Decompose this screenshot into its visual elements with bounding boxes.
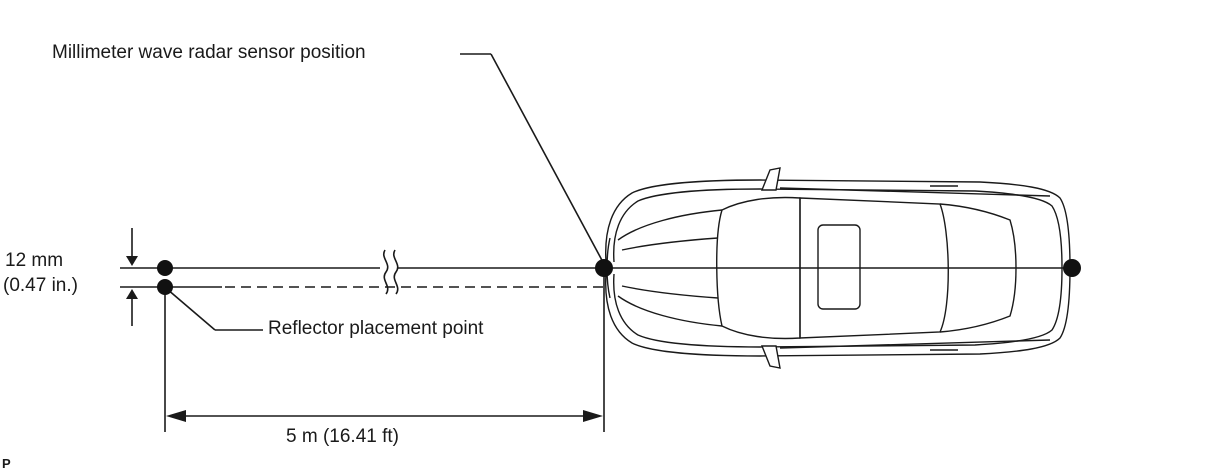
distance-arrow-left-head [166, 410, 186, 422]
reference-dot-top [157, 260, 173, 276]
car-hood-center [622, 238, 718, 298]
offset-arrow-top-head [126, 256, 138, 266]
distance-label: 5 m (16.41 ft) [286, 426, 399, 447]
sensor-leader-line-diagonal [491, 54, 604, 264]
axis-break-icon-2 [394, 250, 398, 294]
reflector-leader-line [167, 289, 215, 330]
distance-arrow-right-head [583, 410, 603, 422]
car-top-view-icon [606, 168, 1070, 368]
rear-reference-dot [1063, 259, 1081, 277]
offset-in-label: (0.47 in.) [3, 275, 78, 296]
reflector-placement-dot [157, 279, 173, 295]
car-sunroof [818, 225, 860, 309]
figure-code-label: P [2, 456, 11, 471]
offset-mm-label: 12 mm [5, 250, 64, 271]
car-windshield [717, 198, 800, 339]
car-side-line-top [780, 188, 1050, 196]
offset-arrow-bottom-head [126, 289, 138, 299]
radar-sensor-dot [595, 259, 613, 277]
car-hood-line-top [618, 210, 722, 240]
car-mirror-right [762, 346, 780, 368]
car-hood-line-bottom [618, 296, 722, 326]
reflector-point-label: Reflector placement point [268, 318, 484, 339]
car-mirror-left [762, 168, 780, 190]
sensor-position-label: Millimeter wave radar sensor position [52, 42, 366, 63]
car-side-line-bottom [780, 340, 1050, 348]
